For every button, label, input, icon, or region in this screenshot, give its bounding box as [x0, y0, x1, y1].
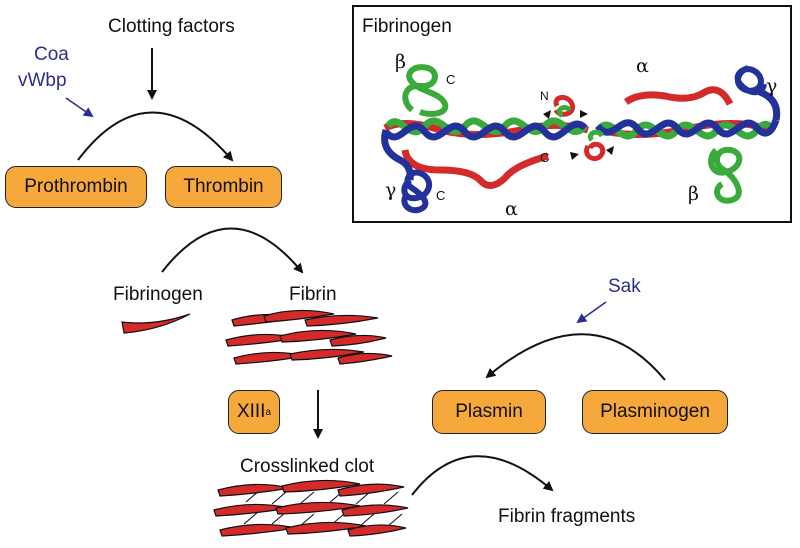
fibrinogen-strand: [121, 313, 191, 334]
beta-domain-right: [708, 146, 743, 204]
central-knot-bottom: [584, 129, 606, 161]
fibrinogen-label: Fibrinogen: [113, 284, 203, 305]
sak-label: Sak: [608, 276, 641, 297]
prothrombin-text: Prothrombin: [24, 176, 128, 197]
beta-label-right: β: [688, 183, 699, 205]
alpha-chain-top: [623, 86, 734, 106]
coa-vwbp-arrow: [65, 97, 94, 118]
c-terminus-alpha-bottom: C: [540, 150, 549, 165]
fibrin-label: Fibrin: [289, 284, 337, 305]
sak-arrow: [576, 301, 607, 324]
alpha-chain-bottom: [401, 149, 549, 189]
prothrombin-thrombin-arc: [77, 111, 234, 162]
thrombin-box: Thrombin: [165, 166, 282, 208]
prothrombin-box: Prothrombin: [5, 166, 147, 208]
plasmin-box: Plasmin: [432, 390, 546, 434]
clotting-factors-label: Clotting factors: [108, 16, 235, 37]
fibrinogen-molecule: [381, 64, 781, 214]
plasminogen-box: Plasminogen: [582, 390, 728, 434]
central-knot-top: [553, 95, 576, 118]
fibrin-fragments-label: Fibrin fragments: [498, 506, 636, 527]
gamma-label-right: γ: [766, 75, 777, 97]
thrombin-text: Thrombin: [183, 176, 264, 197]
alpha-label-top: α: [636, 55, 649, 77]
gamma-label-left: γ: [385, 179, 396, 201]
fibrin-polymer: [225, 309, 393, 365]
xiii-text: XIII: [236, 401, 266, 422]
plasminogen-plasmin-arc: [485, 333, 666, 381]
crosslinked-clot-label: Crosslinked clot: [240, 456, 375, 477]
beta-domain-left: [402, 64, 449, 117]
crosslinked-clot: [213, 479, 409, 537]
vwbp-label: vWbp: [18, 70, 67, 91]
alpha-label-bottom: α: [505, 198, 518, 220]
fibrinogen-fibrin-arc: [161, 227, 304, 274]
plasmin-text: Plasmin: [455, 401, 523, 422]
beta-label-left: β: [395, 51, 406, 73]
inset-title: Fibrinogen: [362, 16, 452, 37]
coa-label: Coa: [34, 44, 69, 65]
xiii-subscript: a: [265, 406, 272, 418]
gamma-domain-right: [734, 65, 767, 96]
clot-fragments-arc: [411, 455, 554, 496]
c-terminus-gamma-left: C: [436, 188, 445, 203]
c-terminus-beta-left: C: [446, 72, 455, 87]
cleavage-arrowheads: [543, 110, 614, 160]
plasminogen-text: Plasminogen: [600, 401, 710, 422]
n-terminus: N: [540, 89, 549, 103]
gamma-domain-left: [401, 169, 433, 214]
fibrinogen-inset-panel: [352, 5, 792, 223]
